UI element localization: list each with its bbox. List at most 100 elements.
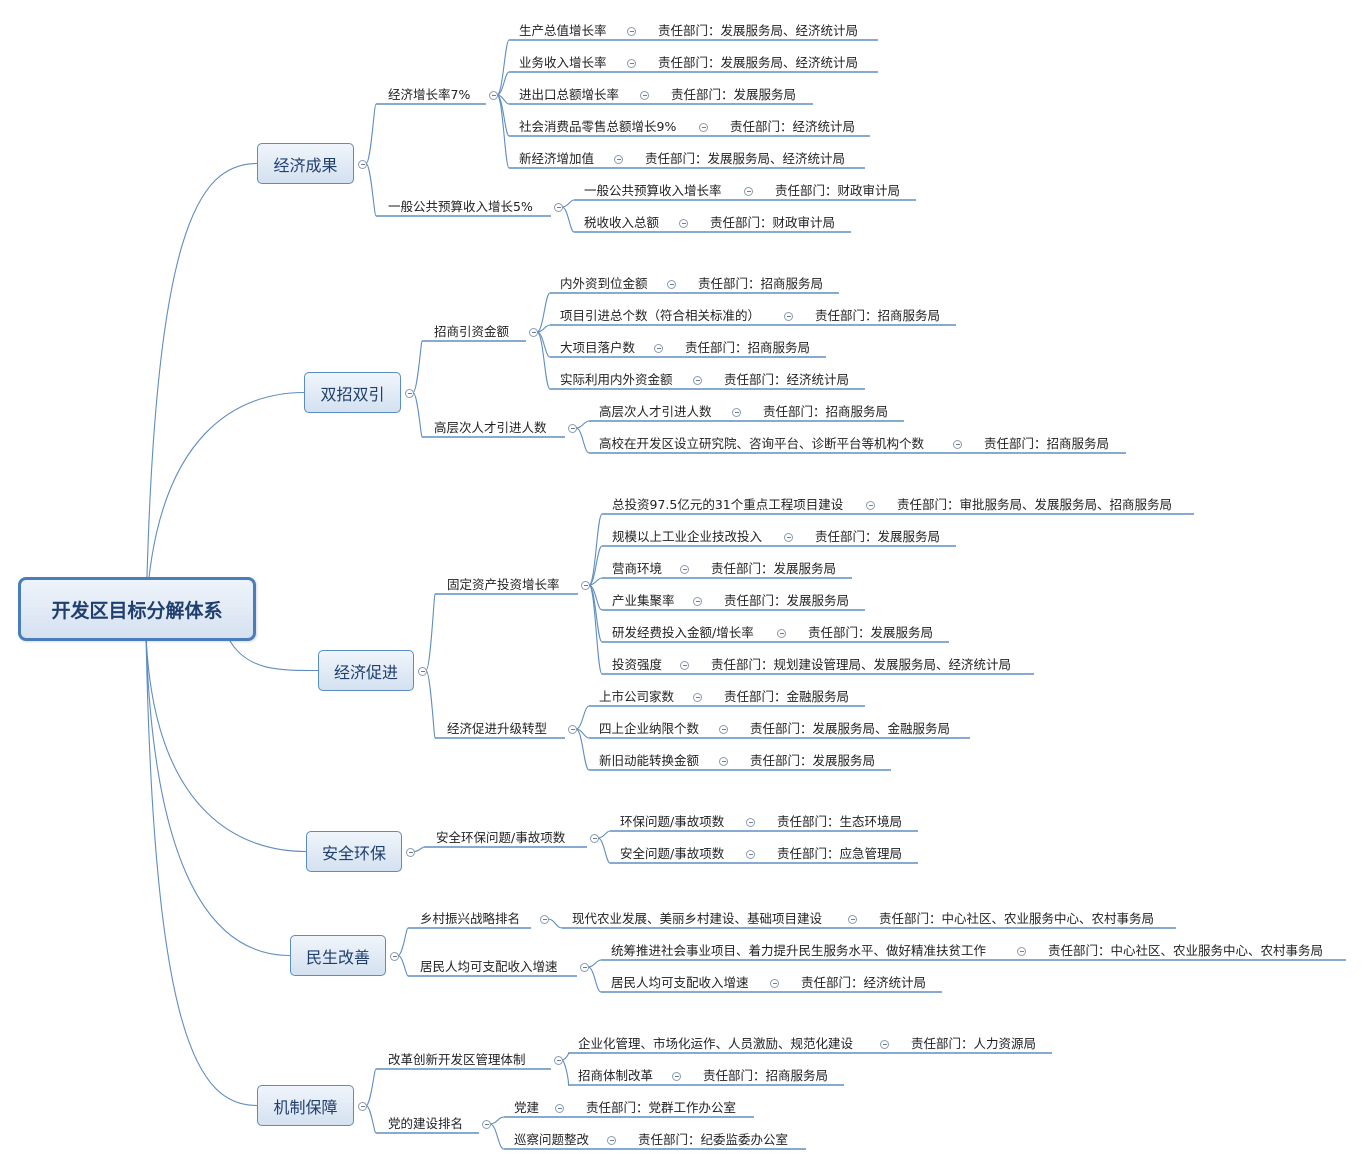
- branch-collapse-icon[interactable]: [406, 847, 415, 857]
- leaf-collapse-icon[interactable]: [699, 123, 708, 132]
- branch-collapse-icon[interactable]: [405, 388, 414, 398]
- sub-node-label: 招商引资金额: [434, 324, 510, 339]
- dept-label: 责任部门：发展服务局: [815, 529, 941, 544]
- leaf-node-label: 生产总值增长率: [519, 23, 607, 38]
- leaf-collapse-icon[interactable]: [627, 27, 636, 36]
- leaf-collapse-icon[interactable]: [693, 597, 702, 606]
- branch-collapse-icon[interactable]: [358, 1101, 367, 1111]
- branch-node[interactable]: 机制保障: [257, 1085, 354, 1126]
- sub-collapse-icon[interactable]: [590, 834, 599, 843]
- leaf-node-label: 业务收入增长率: [519, 55, 607, 70]
- sub-collapse-icon[interactable]: [580, 963, 589, 972]
- leaf-connector: [575, 427, 590, 454]
- branch-node[interactable]: 民生改善: [290, 935, 386, 976]
- leaf-connector: [561, 1052, 569, 1061]
- leaf-node-label: 新旧动能转换金额: [599, 753, 700, 768]
- branch-node[interactable]: 经济促进: [318, 650, 414, 691]
- branch-node[interactable]: 双招双引: [304, 372, 401, 413]
- branch-sub-connector: [412, 391, 423, 438]
- branch-collapse-icon[interactable]: [390, 951, 399, 961]
- sub-collapse-icon[interactable]: [482, 1120, 491, 1129]
- dept-label: 责任部门：纪委监委办公室: [638, 1132, 789, 1147]
- leaf-connector: [561, 206, 575, 233]
- sub-collapse-icon[interactable]: [554, 203, 563, 212]
- leaf-collapse-icon[interactable]: [784, 533, 793, 542]
- dept-label: 责任部门：审批服务局、发展服务局、招商服务局: [897, 497, 1173, 512]
- leaf-collapse-icon[interactable]: [680, 565, 689, 574]
- leaf-collapse-icon[interactable]: [555, 1104, 564, 1113]
- sub-collapse-icon[interactable]: [554, 1056, 563, 1065]
- dept-label: 责任部门：发展服务局: [750, 753, 876, 768]
- leaf-collapse-icon[interactable]: [693, 693, 702, 702]
- leaf-collapse-icon[interactable]: [770, 979, 779, 988]
- leaf-node-label: 党建: [514, 1100, 540, 1115]
- leaf-node-label: 实际利用内外资金额: [560, 372, 673, 387]
- dept-label: 责任部门：发展服务局、经济统计局: [658, 23, 859, 38]
- dept-label: 责任部门：招商服务局: [703, 1068, 829, 1083]
- leaf-collapse-icon[interactable]: [880, 1040, 889, 1049]
- leaf-collapse-icon[interactable]: [654, 344, 663, 353]
- leaf-collapse-icon[interactable]: [679, 219, 688, 228]
- leaf-node-label: 环保问题/事故项数: [620, 814, 725, 829]
- leaf-collapse-icon[interactable]: [719, 757, 728, 766]
- leaf-node-label: 统筹推进社会事业项目、着力提升民生服务水平、做好精准扶贫工作: [611, 943, 987, 958]
- branch-sub-connector: [425, 669, 436, 739]
- sub-collapse-icon[interactable]: [568, 725, 577, 734]
- sub-collapse-icon[interactable]: [540, 915, 549, 924]
- leaf-collapse-icon[interactable]: [1017, 947, 1026, 956]
- leaf-connector: [575, 728, 590, 771]
- leaf-collapse-icon[interactable]: [953, 440, 962, 449]
- sub-node-label: 乡村振兴战略排名: [420, 911, 521, 926]
- dept-label: 责任部门：招商服务局: [984, 436, 1110, 451]
- leaf-node-label: 高层次人才引进人数: [599, 404, 712, 419]
- branch-sub-connector: [365, 1068, 377, 1107]
- sub-collapse-icon[interactable]: [581, 581, 590, 590]
- leaf-connector: [588, 584, 603, 643]
- branch-collapse-icon[interactable]: [358, 159, 367, 169]
- leaf-collapse-icon[interactable]: [607, 1136, 616, 1145]
- leaf-collapse-icon[interactable]: [732, 408, 741, 417]
- branch-collapse-icon[interactable]: [418, 666, 427, 676]
- leaf-collapse-icon[interactable]: [848, 915, 857, 924]
- branch-sub-connector: [397, 927, 409, 957]
- leaf-collapse-icon[interactable]: [640, 91, 649, 100]
- leaf-collapse-icon[interactable]: [746, 818, 755, 827]
- root-branch-connector: [145, 634, 258, 1107]
- leaf-collapse-icon[interactable]: [672, 1072, 681, 1081]
- sub-node-label: 党的建设排名: [388, 1116, 464, 1131]
- branch-node[interactable]: 经济成果: [257, 143, 354, 184]
- leaf-node-label: 营商环境: [612, 561, 663, 576]
- leaf-collapse-icon[interactable]: [693, 376, 702, 385]
- leaf-node-label: 进出口总额增长率: [519, 87, 620, 102]
- leaf-node-label: 产业集聚率: [612, 593, 675, 608]
- sub-collapse-icon[interactable]: [489, 91, 498, 100]
- leaf-collapse-icon[interactable]: [777, 629, 786, 638]
- leaf-collapse-icon[interactable]: [784, 312, 793, 321]
- branch-node[interactable]: 安全环保: [306, 831, 402, 872]
- leaf-node-label: 居民人均可支配收入增速: [611, 975, 749, 990]
- leaf-connector: [536, 331, 551, 390]
- leaf-node-label: 企业化管理、市场化运作、人员激励、规范化建设: [578, 1036, 854, 1051]
- leaf-connector: [496, 71, 510, 96]
- sub-collapse-icon[interactable]: [568, 424, 577, 433]
- leaf-connector: [489, 1116, 505, 1125]
- leaf-collapse-icon[interactable]: [719, 725, 728, 734]
- leaf-node-label: 四上企业纳限个数: [599, 721, 700, 736]
- sub-node-label: 改革创新开发区管理体制: [388, 1052, 526, 1067]
- leaf-connector: [575, 705, 590, 730]
- root-branch-connector: [145, 634, 291, 957]
- leaf-connector: [597, 837, 611, 864]
- root-node[interactable]: 开发区目标分解体系: [18, 577, 256, 641]
- leaf-connector: [588, 584, 603, 675]
- sub-collapse-icon[interactable]: [529, 328, 538, 337]
- leaf-collapse-icon[interactable]: [680, 661, 689, 670]
- sub-node-label: 一般公共预算收入增长5%: [388, 199, 533, 214]
- leaf-collapse-icon[interactable]: [866, 501, 875, 510]
- leaf-collapse-icon[interactable]: [667, 280, 676, 289]
- dept-label: 责任部门：发展服务局、经济统计局: [645, 151, 846, 166]
- leaf-collapse-icon[interactable]: [627, 59, 636, 68]
- leaf-collapse-icon[interactable]: [614, 155, 623, 164]
- leaf-collapse-icon[interactable]: [746, 850, 755, 859]
- leaf-collapse-icon[interactable]: [744, 187, 753, 196]
